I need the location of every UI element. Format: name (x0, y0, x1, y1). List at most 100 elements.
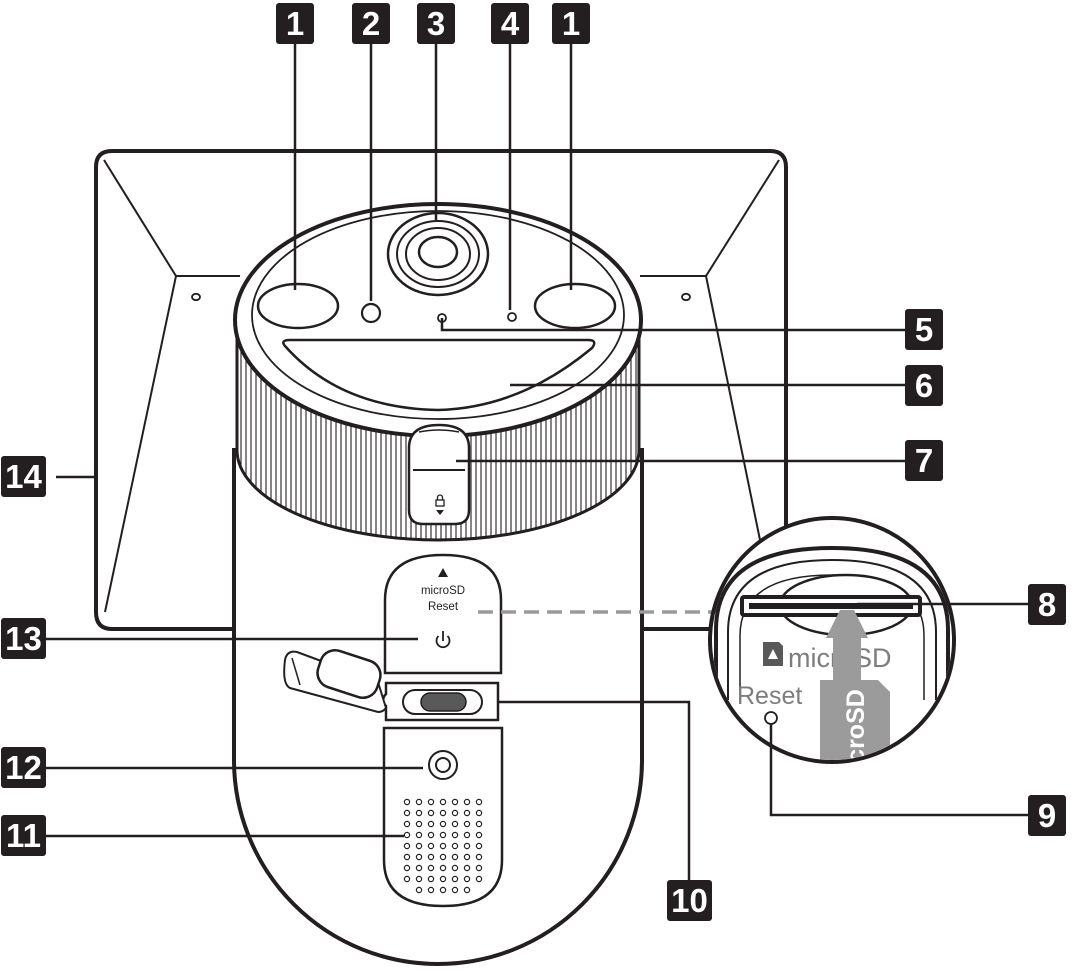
microsd-card (820, 680, 902, 760)
speaker-hole (439, 853, 447, 861)
speaker-hole (415, 831, 423, 839)
insert-arrow (826, 610, 868, 690)
speaker-hole (463, 820, 471, 828)
speaker-hole (463, 831, 471, 839)
speaker-hole (427, 886, 435, 894)
speaker-hole (475, 809, 483, 817)
speaker-hole (463, 798, 471, 806)
speaker-hole (439, 831, 447, 839)
speaker-hole (415, 842, 423, 850)
callout-11-speaker: 11 (1, 815, 46, 856)
speaker-hole (415, 820, 423, 828)
speaker-hole (439, 864, 447, 872)
speaker-hole (451, 886, 459, 894)
speaker-hole (427, 809, 435, 817)
card-label: microSD (842, 689, 870, 792)
speaker-grille-panel (382, 726, 504, 908)
callout-2-light-sensor: 2 (352, 3, 390, 44)
speaker-hole (463, 875, 471, 883)
speaker-hole (403, 831, 411, 839)
callout-14-stand: 14 (1, 456, 46, 497)
speaker-hole (475, 798, 483, 806)
speaker-hole (439, 842, 447, 850)
speaker-hole (415, 798, 423, 806)
speaker-hole (403, 875, 411, 883)
speaker-hole (451, 798, 459, 806)
speaker-hole (403, 820, 411, 828)
status-led (507, 312, 517, 322)
speaker-hole (415, 875, 423, 883)
speaker-hole (451, 875, 459, 883)
speaker-hole (439, 798, 447, 806)
camera-lens (386, 211, 490, 297)
speaker-hole (463, 886, 471, 894)
speaker-hole (427, 864, 435, 872)
callout-7-privacy-slider: 7 (905, 440, 943, 481)
device-body (232, 202, 644, 966)
speaker-hole (451, 853, 459, 861)
speaker-hole (427, 831, 435, 839)
speaker-hole (463, 842, 471, 850)
callout-6-spotlight: 6 (905, 365, 943, 406)
speaker-hole (439, 875, 447, 883)
speaker-hole (451, 820, 459, 828)
speaker-hole (403, 842, 411, 850)
privacy-slider (407, 423, 471, 526)
speaker-hole (427, 842, 435, 850)
usb-c-port (381, 681, 500, 722)
power-icon (435, 631, 451, 649)
speaker-hole (475, 853, 483, 861)
leader-lines (46, 42, 905, 880)
callout-10-usb-port: 10 (667, 880, 712, 921)
speaker-hole (463, 864, 471, 872)
speaker-hole (427, 798, 435, 806)
callout-1-ir-light-left: 1 (276, 3, 314, 44)
ir-light-right (533, 282, 617, 330)
door-label-microsd: microSD (421, 585, 465, 597)
callout-12-sync-button: 12 (1, 747, 46, 788)
callout-13-power-button: 13 (1, 618, 46, 659)
speaker-hole (475, 831, 483, 839)
arrow-up-icon (438, 568, 448, 577)
speaker-hole (439, 886, 447, 894)
sd-card-door (383, 553, 503, 675)
speaker-hole (403, 798, 411, 806)
speaker-hole (415, 864, 423, 872)
microsd-slot (749, 603, 913, 609)
speaker-hole (439, 809, 447, 817)
screw-hole-left (191, 292, 201, 302)
speaker-hole (451, 864, 459, 872)
speaker-holes (403, 798, 483, 894)
speaker-hole (451, 842, 459, 850)
callout-4-status-led: 4 (491, 3, 529, 44)
reset-label: Reset (737, 682, 802, 710)
light-sensor (360, 302, 382, 324)
spotlight (282, 338, 596, 412)
speaker-hole (415, 809, 423, 817)
speaker-hole (451, 831, 459, 839)
speaker-hole (427, 853, 435, 861)
reset-hole (764, 711, 778, 725)
usb-port-cover (283, 649, 388, 714)
speaker-hole (403, 853, 411, 861)
microsd-slot-inset: microSD Reset microSD (708, 516, 1028, 817)
speaker-hole (463, 809, 471, 817)
screw-hole-right (681, 292, 691, 302)
speaker-hole (427, 875, 435, 883)
lock-icon (435, 494, 445, 515)
speaker-hole (427, 820, 435, 828)
callout-1-ir-light-right: 1 (552, 3, 590, 44)
speaker-hole (403, 809, 411, 817)
speaker-hole (415, 886, 423, 894)
speaker-hole (415, 853, 423, 861)
ir-light-left (256, 282, 340, 330)
callout-3-lens: 3 (417, 3, 455, 44)
speaker-hole (451, 809, 459, 817)
speaker-hole (439, 820, 447, 828)
speaker-hole (463, 853, 471, 861)
callout-9-reset-hole: 9 (1028, 795, 1066, 836)
speaker-hole (475, 842, 483, 850)
speaker-hole (475, 820, 483, 828)
